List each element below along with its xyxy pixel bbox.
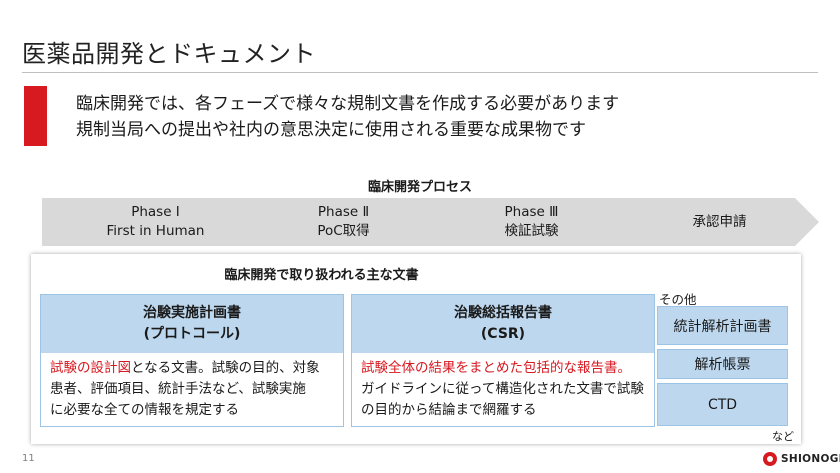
process-title: 臨床開発プロセス [367, 180, 472, 195]
phase-1-chevron: Phase Ⅰ First in Human [42, 198, 255, 246]
accent-bar [24, 86, 47, 146]
protocol-highlight: 試験の設計図 [50, 360, 131, 376]
shionogi-logo-icon [763, 452, 777, 466]
brand-logo: SHIONOGI [763, 452, 840, 466]
csr-description: 試験全体の結果をまとめた包括的な報告書。 ガイドラインに従って構造化された文書で… [352, 353, 654, 421]
approval-label: 承認申請 [692, 213, 747, 230]
slide-title: 医薬品開発とドキュメント [22, 40, 316, 68]
phase-2-label: Phase Ⅱ [317, 204, 370, 220]
protocol-desc-2: 患者、評価項目、統計手法など、試験実施 [50, 381, 306, 397]
sap-label: 統計解析計画書 [673, 318, 772, 335]
brand-name: SHIONOGI [781, 453, 840, 465]
tlf-box: 解析帳票 [657, 349, 788, 379]
tlf-label: 解析帳票 [694, 357, 751, 373]
protocol-desc-1: となる文書。試験の目的、対象 [131, 360, 320, 376]
phase-1-sublabel: First in Human [106, 223, 205, 239]
protocol-card-header: 治験実施計画書 (プロトコール) [41, 295, 343, 353]
phase-3-label: Phase Ⅲ [504, 204, 559, 220]
documents-title: 臨床開発で取り扱われる主な文書 [224, 268, 419, 283]
title-divider [22, 72, 818, 73]
csr-highlight: 試験全体の結果をまとめた包括的な報告書。 [361, 360, 631, 376]
protocol-card: 治験実施計画書 (プロトコール) 試験の設計図となる文書。試験の目的、対象 患者… [40, 294, 344, 427]
phase-3-sublabel: 検証試験 [504, 223, 559, 239]
sap-box: 統計解析計画書 [657, 306, 788, 345]
approval-chevron: 承認申請 [606, 198, 819, 246]
protocol-name: 治験実施計画書 [143, 305, 241, 321]
csr-card: 治験総括報告書 (CSR) 試験全体の結果をまとめた包括的な報告書。 ガイドライ… [351, 294, 655, 427]
page-number: 11 [22, 453, 35, 464]
phase-2-chevron: Phase Ⅱ PoC取得 [230, 198, 443, 246]
lead-line-1: 臨床開発では、各フェーズで様々な規制文書を作成する必要があります [76, 94, 620, 114]
ctd-label: CTD [707, 396, 738, 413]
csr-card-header: 治験総括報告書 (CSR) [352, 295, 654, 353]
lead-line-2: 規制当局への提出や社内の意思決定に使用される重要な成果物です [76, 120, 586, 140]
phase-flow: Phase Ⅰ First in Human Phase Ⅱ PoC取得 Pha… [42, 198, 830, 246]
csr-desc-2: ガイドラインに従って構造化された文書で試験 [361, 381, 644, 397]
protocol-description: 試験の設計図となる文書。試験の目的、対象 患者、評価項目、統計手法など、試験実施… [41, 353, 343, 421]
phase-2-sublabel: PoC取得 [317, 223, 370, 239]
ctd-box: CTD [657, 383, 788, 426]
csr-name: 治験総括報告書 [454, 305, 552, 321]
protocol-desc-3: に必要な全ての情報を規定する [50, 402, 239, 418]
phase-3-chevron: Phase Ⅲ 検証試験 [418, 198, 631, 246]
protocol-abbr: (プロトコール) [143, 326, 241, 342]
phase-1-label: Phase Ⅰ [131, 204, 180, 220]
csr-desc-3: の目的から結論まで網羅する [361, 402, 537, 418]
lead-text: 臨床開発では、各フェーズで様々な規制文書を作成する必要があります 規制当局への提… [76, 91, 619, 143]
others-label: その他 [659, 292, 697, 307]
etc-note: など [772, 430, 794, 443]
csr-abbr: (CSR) [480, 326, 526, 342]
